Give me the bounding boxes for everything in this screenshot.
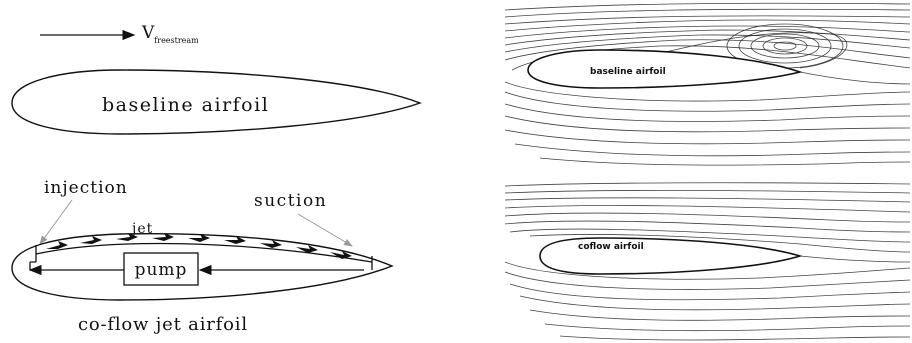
streamline bbox=[505, 26, 910, 38]
streamline bbox=[800, 72, 910, 84]
streamline bbox=[505, 20, 910, 31]
streamline bbox=[505, 183, 910, 186]
pump-label: pump bbox=[135, 260, 188, 280]
streamline bbox=[545, 324, 910, 331]
coflow-streamline-plot: coflow airfoil bbox=[505, 183, 910, 340]
streamline bbox=[505, 213, 910, 222]
injection-leader bbox=[40, 200, 72, 244]
jet-arrow bbox=[260, 240, 282, 248]
streamline bbox=[505, 3, 910, 10]
streamline bbox=[540, 158, 910, 165]
streamline bbox=[505, 16, 910, 24]
streamline bbox=[505, 198, 910, 202]
jet-label: jet bbox=[130, 221, 153, 237]
streamline bbox=[560, 336, 910, 340]
streamline bbox=[505, 104, 910, 121]
freestream-label: Vfreestream bbox=[141, 23, 199, 45]
baseline-streamline-plot: baseline airfoil bbox=[505, 3, 910, 165]
cfj-airfoil-shape bbox=[12, 234, 392, 300]
streamline bbox=[505, 205, 910, 212]
streamline bbox=[505, 190, 910, 193]
streamline bbox=[530, 310, 910, 320]
injection-label: injection bbox=[44, 178, 128, 198]
streamline bbox=[520, 296, 910, 310]
left-panel: Vfreestream baseline airfoil injection s… bbox=[12, 23, 420, 335]
suction-leader bbox=[298, 214, 352, 246]
velocity-symbol: V bbox=[141, 23, 155, 43]
coflow-cfd-label: coflow airfoil bbox=[578, 242, 644, 252]
cfj-title: co-flow jet airfoil bbox=[78, 314, 248, 335]
streamline bbox=[505, 272, 910, 289]
jet-arrow bbox=[80, 236, 102, 244]
streamline bbox=[515, 144, 910, 156]
streamline bbox=[800, 256, 910, 262]
velocity-subscript: freestream bbox=[154, 36, 199, 45]
streamline bbox=[505, 221, 910, 232]
baseline-airfoil-label: baseline airfoil bbox=[102, 94, 269, 116]
suction-label: suction bbox=[254, 191, 327, 211]
baseline-cfd-label: baseline airfoil bbox=[590, 67, 666, 77]
streamline bbox=[510, 284, 910, 300]
streamline bbox=[505, 116, 910, 132]
right-panel: baseline airfoil bbox=[505, 3, 910, 340]
